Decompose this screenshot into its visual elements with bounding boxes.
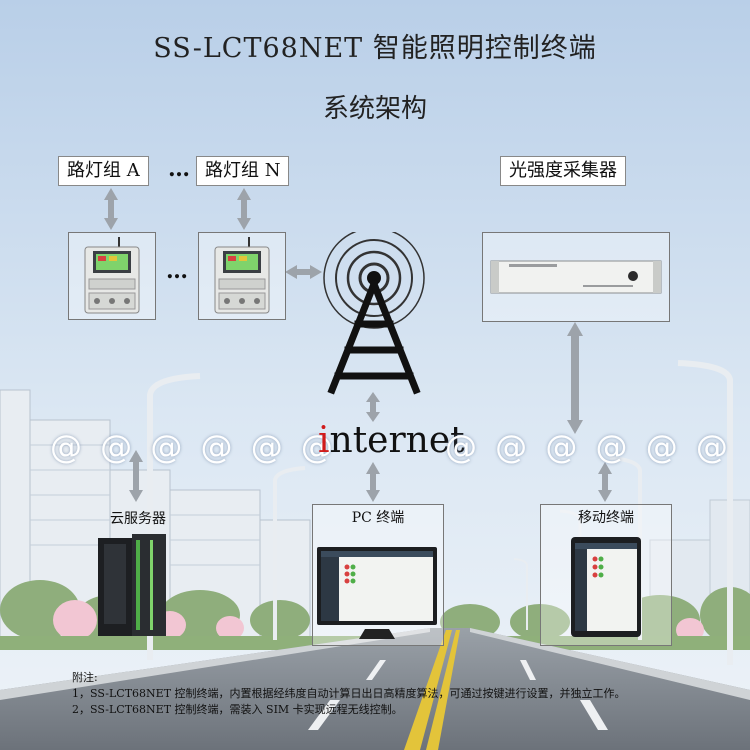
mobile-terminal-box: 移动终端 <box>540 504 672 646</box>
rack-device-icon <box>490 260 662 294</box>
diagram-subtitle: 系统架构 <box>322 94 427 124</box>
pc-terminal-label: PC 终端 <box>351 510 405 526</box>
street-lamps <box>147 360 733 665</box>
arrow-group-n <box>237 188 251 230</box>
internet-i: i <box>318 420 330 461</box>
meter-icon <box>214 237 270 314</box>
pc-terminal-box: PC 终端 <box>312 504 444 646</box>
footnotes: 附注: 1，SS-LCT68NET 控制终端，内置根据经纬度自动计算日出日高精度… <box>72 670 626 718</box>
server-rack-icon <box>98 534 166 636</box>
controller-box-a <box>68 232 156 320</box>
at-symbols-left: @ @ @ @ @ @ <box>50 428 337 466</box>
building-windows <box>30 444 260 566</box>
label-light-sensor: 光强度采集器 <box>500 156 626 186</box>
controller-box-n <box>198 232 286 320</box>
monitor-icon <box>317 547 437 639</box>
footnote-1: 1，SS-LCT68NET 控制终端，内置根据经纬度自动计算日出日高精度算法，可… <box>72 687 626 700</box>
lane-markings <box>308 660 608 730</box>
label-lamp-group-a: 路灯组 A <box>58 156 149 186</box>
arrow-internet-pc <box>366 462 380 502</box>
meter-icon <box>84 237 140 314</box>
at-symbols-right: @ @ @ @ @ @ <box>445 428 732 466</box>
radio-tower-icon <box>323 232 425 395</box>
arrow-mobile <box>598 462 612 502</box>
cloud-server-label: 云服务器 <box>110 511 166 527</box>
tablet-icon <box>571 537 641 637</box>
mobile-terminal-label: 移动终端 <box>578 510 634 526</box>
page-title: SS-LCT68NET 智能照明控制终端 <box>153 33 597 64</box>
yellow-center-line <box>404 630 452 750</box>
ellipsis-top: … <box>168 156 190 182</box>
arrow-tower-internet <box>366 392 380 422</box>
internet-label: internet <box>318 420 465 461</box>
internet-text: nternet <box>329 420 465 461</box>
arrow-group-a <box>104 188 118 230</box>
footnote-2: 2，SS-LCT68NET 控制终端，需装入 SIM 卡实现远程无线控制。 <box>72 703 403 716</box>
arrow-device-tower <box>285 265 322 279</box>
road <box>0 628 750 750</box>
arrow-cloud <box>129 450 143 502</box>
ellipsis-middle: … <box>166 258 188 284</box>
label-lamp-group-n: 路灯组 N <box>196 156 290 186</box>
arrow-sensor-mobile <box>567 322 583 434</box>
footnotes-heading: 附注: <box>72 671 98 684</box>
light-sensor-box <box>482 232 670 322</box>
